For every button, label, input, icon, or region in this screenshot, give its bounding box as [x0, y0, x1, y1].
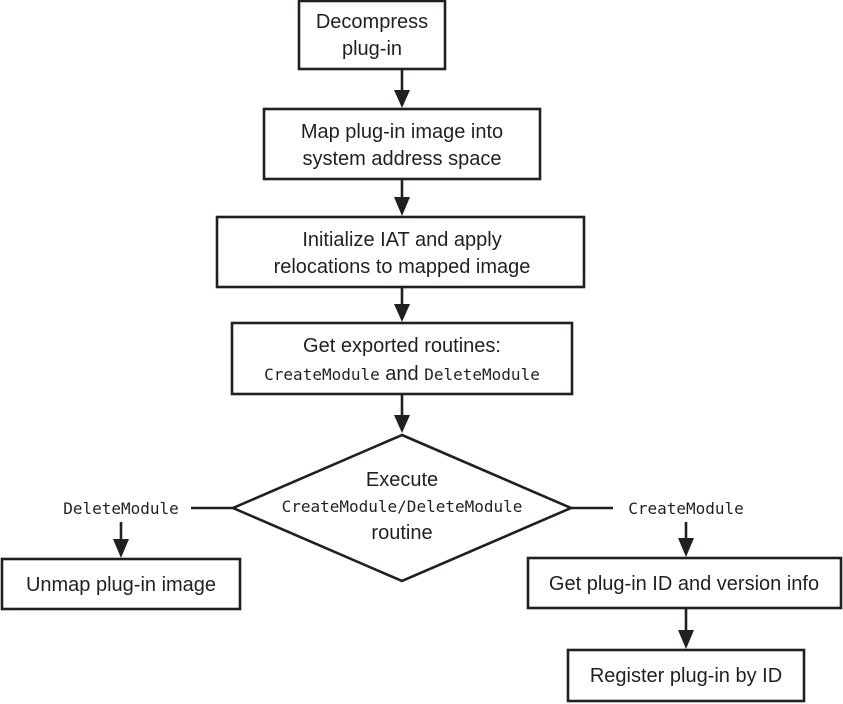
node-decompress-line1: Decompress — [316, 11, 428, 33]
node-init-iat: Initialize IAT and apply relocations to … — [215, 215, 586, 289]
arrow-init-to-exports — [394, 287, 410, 322]
node-map-image-line2: system address space — [303, 148, 502, 170]
decision-execute-line1: Execute — [366, 469, 438, 491]
branch-right: CreateModule — [571, 499, 744, 557]
node-get-exports-line1: Get exported routines: — [303, 335, 501, 357]
code-deletemodule: DeleteModule — [424, 365, 540, 384]
node-init-iat-line2: relocations to mapped image — [274, 256, 531, 278]
arrow-getid-to-register — [678, 608, 694, 649]
node-get-exports: Get exported routines: CreateModule and … — [230, 321, 574, 396]
code-createmodule: CreateModule — [264, 365, 380, 384]
and-text: and — [380, 363, 424, 385]
decision-execute-line3: routine — [371, 522, 432, 544]
node-init-iat-line1: Initialize IAT and apply — [302, 229, 501, 251]
node-register: Register plug-in by ID — [566, 648, 806, 703]
node-unmap: Unmap plug-in image — [0, 557, 242, 611]
branch-left: DeleteModule — [63, 499, 233, 558]
decision-execute-line2: CreateModule/DeleteModule — [282, 497, 523, 516]
branch-label-deletemodule: DeleteModule — [63, 499, 179, 518]
decision-execute: Execute CreateModule/DeleteModule routin… — [229, 433, 575, 583]
node-decompress: Decompress plug-in — [297, 0, 447, 71]
arrow-exports-to-execute — [394, 394, 410, 433]
node-get-id: Get plug-in ID and version info — [526, 556, 843, 610]
node-register-label: Register plug-in by ID — [590, 665, 782, 687]
arrow-map-to-init — [394, 179, 410, 216]
branch-label-createmodule: CreateModule — [628, 499, 744, 518]
node-get-id-label: Get plug-in ID and version info — [549, 573, 819, 595]
node-map-image: Map plug-in image into system address sp… — [262, 107, 542, 181]
node-map-image-line1: Map plug-in image into — [301, 121, 503, 143]
node-unmap-label: Unmap plug-in image — [26, 574, 216, 596]
node-decompress-line2: plug-in — [342, 38, 402, 60]
node-get-exports-line2: CreateModule and DeleteModule — [264, 363, 540, 385]
arrow-decompress-to-map — [394, 69, 410, 108]
